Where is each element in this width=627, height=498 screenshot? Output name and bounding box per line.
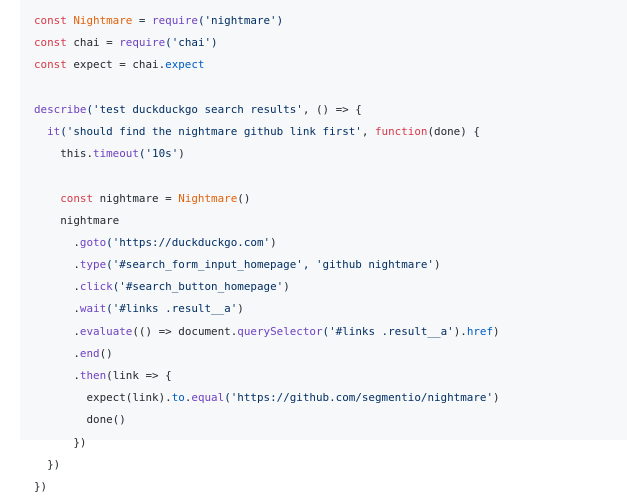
code-token: . bbox=[34, 369, 80, 382]
code-token: ) bbox=[237, 302, 244, 316]
code-token: end bbox=[79, 346, 100, 360]
code-line: .click('#search_button_homepage') bbox=[34, 276, 500, 298]
code-token: this. bbox=[34, 147, 94, 161]
code-line: this.timeout('10s') bbox=[34, 143, 500, 165]
code-token: }) bbox=[34, 457, 61, 471]
code-token: , () => { bbox=[302, 102, 362, 116]
code-token: const bbox=[34, 58, 74, 72]
code-token: equal bbox=[191, 391, 225, 405]
code-token: . bbox=[34, 235, 80, 249]
code-line: expect(link).to.equal('https://github.co… bbox=[34, 387, 500, 409]
code-token: () bbox=[237, 191, 251, 205]
code-token: () bbox=[99, 346, 113, 360]
code-token: chai = bbox=[73, 36, 120, 50]
code-token: ('10s' bbox=[138, 147, 179, 161]
code-line: .goto('https://duckduckgo.com') bbox=[34, 232, 500, 254]
code-token: function bbox=[374, 124, 428, 138]
code-token: = bbox=[132, 14, 153, 27]
code-token: }) bbox=[34, 435, 87, 449]
code-line: nightmare bbox=[34, 210, 500, 232]
code-token: ('chai') bbox=[165, 36, 218, 50]
code-token: describe bbox=[34, 102, 87, 116]
code-token: . bbox=[34, 302, 80, 316]
code-token: ('#links .result__a' bbox=[322, 324, 454, 338]
code-token: (() => document. bbox=[132, 324, 238, 338]
code-token: }) bbox=[34, 479, 48, 493]
code-token: ('test duckduckgo search results' bbox=[86, 102, 303, 116]
code-line: describe('test duckduckgo search results… bbox=[34, 99, 500, 121]
code-token bbox=[34, 125, 47, 138]
code-token: to bbox=[171, 391, 185, 405]
code-token: ('#search_form_input_homepage', 'github … bbox=[106, 258, 434, 272]
code-token: require bbox=[119, 36, 166, 50]
code-token: ). bbox=[453, 324, 467, 338]
code-line: const chai = require('chai') bbox=[34, 32, 500, 54]
code-token: . bbox=[34, 346, 80, 360]
code-token: then bbox=[79, 369, 107, 382]
code-token: type bbox=[79, 258, 107, 272]
code-token: require bbox=[152, 14, 198, 27]
code-line: .then(link => { bbox=[34, 365, 500, 387]
code-token: Nightmare bbox=[73, 14, 133, 27]
code-token: it bbox=[47, 124, 61, 138]
code-token: (done) { bbox=[427, 124, 480, 138]
code-line: }) bbox=[34, 476, 500, 498]
code-token: const bbox=[34, 14, 74, 27]
code-token: expect = chai. bbox=[73, 58, 166, 72]
code-line: const expect = chai.expect bbox=[34, 54, 500, 76]
code-token: ) bbox=[178, 147, 185, 161]
code-token: . bbox=[34, 258, 80, 272]
code-line: const Nightmare = require('nightmare') bbox=[34, 10, 500, 32]
code-token: . bbox=[34, 324, 80, 338]
code-token: const bbox=[34, 36, 74, 50]
code-token: Nightmare bbox=[178, 191, 238, 205]
code-token: . bbox=[184, 391, 192, 405]
code-token: . bbox=[34, 280, 80, 294]
code-line bbox=[34, 165, 500, 187]
code-token: ) bbox=[283, 280, 290, 294]
code-token: ) bbox=[433, 258, 441, 272]
code-token: evaluate bbox=[79, 324, 133, 338]
code-token: ('https://github.com/segmentio/nightmare… bbox=[224, 391, 494, 405]
code-line: done() bbox=[34, 409, 500, 431]
code-token: goto bbox=[79, 235, 107, 249]
code-token: nightmare bbox=[34, 213, 120, 227]
code-line: .evaluate(() => document.querySelector('… bbox=[34, 321, 500, 343]
code-token: href bbox=[466, 324, 494, 338]
code-token: nightmare = bbox=[99, 191, 179, 205]
code-token: ) bbox=[493, 391, 500, 405]
code-token: expect bbox=[165, 58, 205, 72]
code-snippet: const Nightmare = require('nightmare')co… bbox=[34, 10, 500, 498]
code-line: }) bbox=[34, 432, 500, 454]
code-token: const bbox=[60, 191, 100, 205]
code-line: .wait('#links .result__a') bbox=[34, 298, 500, 320]
code-token: querySelector bbox=[237, 324, 323, 338]
code-line: const nightmare = Nightmare() bbox=[34, 188, 500, 210]
code-token: , bbox=[361, 124, 375, 138]
code-line: .end() bbox=[34, 343, 500, 365]
code-token: ('#links .result__a' bbox=[106, 302, 238, 316]
code-token: ) bbox=[493, 324, 500, 338]
code-token bbox=[34, 192, 60, 205]
code-token: timeout bbox=[93, 147, 139, 161]
code-block: const Nightmare = require('nightmare')co… bbox=[20, 0, 627, 493]
code-line: it('should find the nightmare github lin… bbox=[34, 121, 500, 143]
code-token: expect(link). bbox=[34, 391, 172, 405]
code-token: ('nightmare') bbox=[197, 14, 284, 27]
code-line: }) bbox=[34, 454, 500, 476]
code-token: ('#search_button_homepage' bbox=[112, 280, 284, 294]
code-line: .type('#search_form_input_homepage', 'gi… bbox=[34, 254, 500, 276]
code-token: ) bbox=[270, 235, 277, 249]
code-line bbox=[34, 77, 500, 99]
code-token: click bbox=[79, 280, 113, 294]
code-token: ('https://duckduckgo.com' bbox=[106, 235, 271, 249]
code-token: ('should find the nightmare github link … bbox=[60, 124, 362, 138]
code-token: done() bbox=[34, 413, 126, 427]
code-token: wait bbox=[79, 302, 107, 316]
code-token: (link => { bbox=[106, 369, 172, 382]
